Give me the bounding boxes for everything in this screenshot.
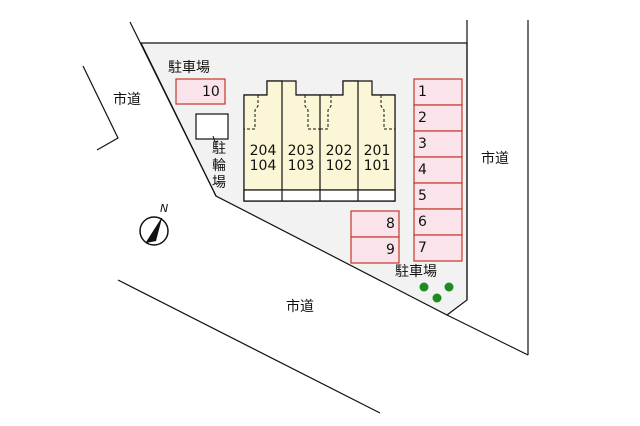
parking-space-10 <box>175 78 226 105</box>
parking-number-6: 6 <box>418 214 427 230</box>
parking-number-8: 8 <box>386 216 395 232</box>
parking-number-7: 7 <box>418 240 427 256</box>
lower-road-edge <box>117 279 381 414</box>
left-road-edge <box>129 21 217 197</box>
unit-202-102: 202 102 <box>325 143 353 174</box>
parking-number-2: 2 <box>418 110 427 126</box>
parking-label-bottom-right: 駐車場 <box>395 264 437 280</box>
stair-dashes <box>244 95 395 130</box>
parking-label-top-left: 駐車場 <box>168 60 210 76</box>
parking-number-4: 4 <box>418 162 427 178</box>
bicycle-shed <box>195 113 229 140</box>
road-label-left: 市道 <box>113 92 141 108</box>
bicycle-leader-line <box>212 135 219 143</box>
parking-number-10: 10 <box>202 84 220 100</box>
parking-column-right <box>413 78 463 262</box>
compass-icon <box>139 216 169 246</box>
parking-number-3: 3 <box>418 136 427 152</box>
parking-number-1: 1 <box>418 84 427 100</box>
left-road-corner <box>82 65 119 151</box>
unit-204-104: 204 104 <box>249 143 277 174</box>
unit-203-103: 203 103 <box>287 143 315 174</box>
parking-number-9: 9 <box>386 242 395 258</box>
bottom-road-edge <box>446 314 529 356</box>
parking-column-middle <box>350 210 400 264</box>
road-label-bottom: 市道 <box>286 299 314 315</box>
road-label-right: 市道 <box>481 151 509 167</box>
compass-north-label: N <box>160 202 169 215</box>
unit-201-101: 201 101 <box>363 143 391 174</box>
parking-number-5: 5 <box>418 188 427 204</box>
trees <box>419 282 454 303</box>
